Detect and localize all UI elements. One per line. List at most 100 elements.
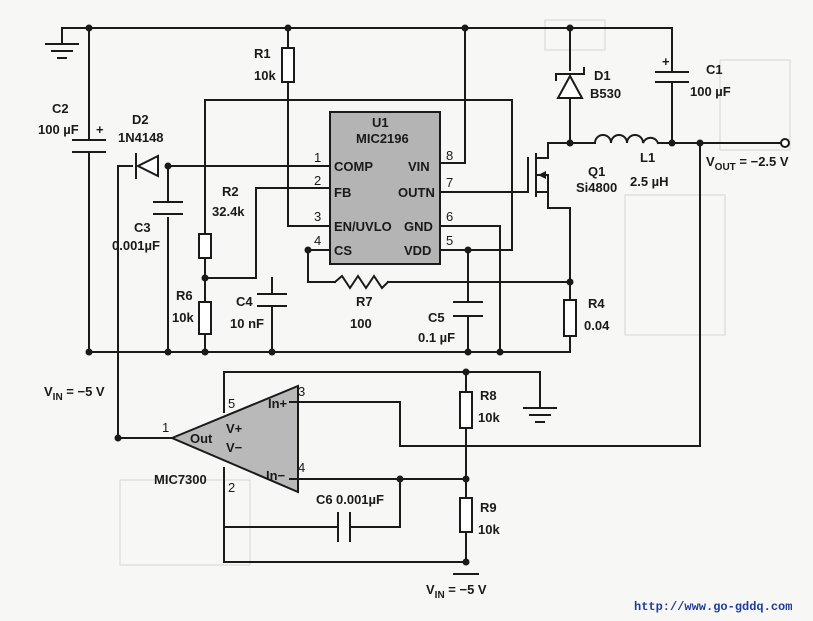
u1-pin-vin: VIN [408,159,430,174]
ic-u1: U1 MIC2196 COMP FB EN/UVLO CS VIN OUTN G… [314,111,453,265]
u1-part: MIC2196 [356,131,409,146]
vout-label-value: = −2.5 V [736,154,789,169]
capacitor-c3: C3 0.001µF [112,201,183,253]
u1-pin-en: EN/UVLO [334,219,392,234]
opamp-vplus-label: V+ [226,421,243,436]
vin-bottom-label-value: = −5 V [445,582,487,597]
vin-left-label-sub: IN [53,392,63,403]
opamp-pin-2: 2 [228,480,235,495]
c1-ref: C1 [706,62,723,77]
vout-terminal: VOUT = −2.5 V [706,138,790,173]
opamp-out-label: Out [190,431,213,446]
r7-value: 100 [350,316,372,331]
background-artifacts [119,19,791,566]
inductor-l1: L1 2.5 µH [593,134,669,189]
u1-pin-num-1: 1 [314,150,321,165]
u1-pin-cs: CS [334,243,352,258]
vin-bottom-label-sub: IN [435,590,445,601]
capacitor-c1: + C1 100 µF [655,54,731,99]
svg-text:VIN = −5 V: VIN = −5 V [44,384,105,403]
r7-ref: R7 [356,294,373,309]
c2-value: 100 µF [38,122,79,137]
r8-ref: R8 [480,388,497,403]
c3-ref: C3 [134,220,151,235]
r4-value: 0.04 [584,318,610,333]
opamp-mic7300: Out V+ V− In+ In− 1 5 2 3 4 MIC7300 [154,384,305,495]
c4-value: 10 nF [230,316,264,331]
u1-pin-gnd: GND [404,219,433,234]
opamp-pin-1: 1 [162,420,169,435]
resistor-r8: R8 10k [459,388,500,429]
opamp-inminus-label: In− [266,468,286,483]
opamp-part: MIC7300 [154,472,207,487]
c4-ref: C4 [236,294,253,309]
vin-label-left: VIN = −5 V [44,384,105,403]
vin-bottom-label: V [426,582,435,597]
l1-value: 2.5 µH [630,174,669,189]
c6-value: 0.001µF [336,492,384,507]
c1-polarity: + [662,54,670,69]
vout-label-sub: OUT [715,162,736,173]
capacitor-c6: C6 0.001µF [316,492,384,542]
ground-symbol-top-left [45,43,79,59]
resistor-r2: R2 32.4k [198,184,245,259]
r6-ref: R6 [176,288,193,303]
diode-d2: D2 1N4148 [118,112,164,179]
u1-pin-num-6: 6 [446,209,453,224]
watermark-url: http://www.go-gddq.com [634,600,792,614]
u1-pin-num-2: 2 [314,173,321,188]
l1-ref: L1 [640,150,655,165]
opamp-pin-3: 3 [298,384,305,399]
resistor-r7: R7 100 [333,274,390,331]
vout-label: V [706,154,715,169]
opamp-pin-5: 5 [228,396,235,411]
capacitor-c5: C5 0.1 µF [418,301,483,345]
junctions [85,24,704,566]
vin-left-label-value: = −5 V [63,384,105,399]
resistor-r1: R1 10k [254,46,295,83]
u1-pin-num-8: 8 [446,148,453,163]
q1-ref: Q1 [588,164,605,179]
u1-pin-num-7: 7 [446,175,453,190]
resistor-r6: R6 10k [172,288,212,335]
r1-ref: R1 [254,46,271,61]
c6-ref: C6 [316,492,333,507]
u1-pin-vdd: VDD [404,243,431,258]
resistor-r9: R9 10k [459,497,500,537]
opamp-inplus-label: In+ [268,396,288,411]
u1-ref: U1 [372,115,389,130]
r4-ref: R4 [588,296,605,311]
r6-value: 10k [172,310,194,325]
d2-value: 1N4148 [118,130,164,145]
r2-value: 32.4k [212,204,245,219]
d2-ref: D2 [132,112,149,127]
u1-pin-num-4: 4 [314,233,321,248]
svg-text:VOUT = −2.5 V: VOUT = −2.5 V [706,154,789,173]
c1-value: 100 µF [690,84,731,99]
r9-ref: R9 [480,500,497,515]
u1-pin-fb: FB [334,185,351,200]
c2-ref: C2 [52,101,69,116]
r9-value: 10k [478,522,500,537]
c5-value: 0.1 µF [418,330,455,345]
opamp-vminus-label: V− [226,440,243,455]
capacitor-c4: C4 10 nF [230,293,287,331]
r2-ref: R2 [222,184,239,199]
r1-value: 10k [254,68,276,83]
u1-pin-num-5: 5 [446,233,453,248]
c2-polarity: + [96,122,104,137]
vin-label-bottom: VIN = −5 V [426,573,487,601]
c3-value: 0.001µF [112,238,160,253]
d1-ref: D1 [594,68,611,83]
c5-ref: C5 [428,310,445,325]
r8-value: 10k [478,410,500,425]
vin-left-label: V [44,384,53,399]
diode-d1: D1 B530 [555,67,621,101]
capacitor-c2: + C2 100 µF [38,101,106,165]
u1-pin-outn: OUTN [398,185,435,200]
mosfet-q1: Q1 Si4800 [527,153,617,197]
d1-value: B530 [590,86,621,101]
u1-pin-num-3: 3 [314,209,321,224]
resistor-r4: R4 0.04 [563,296,610,337]
